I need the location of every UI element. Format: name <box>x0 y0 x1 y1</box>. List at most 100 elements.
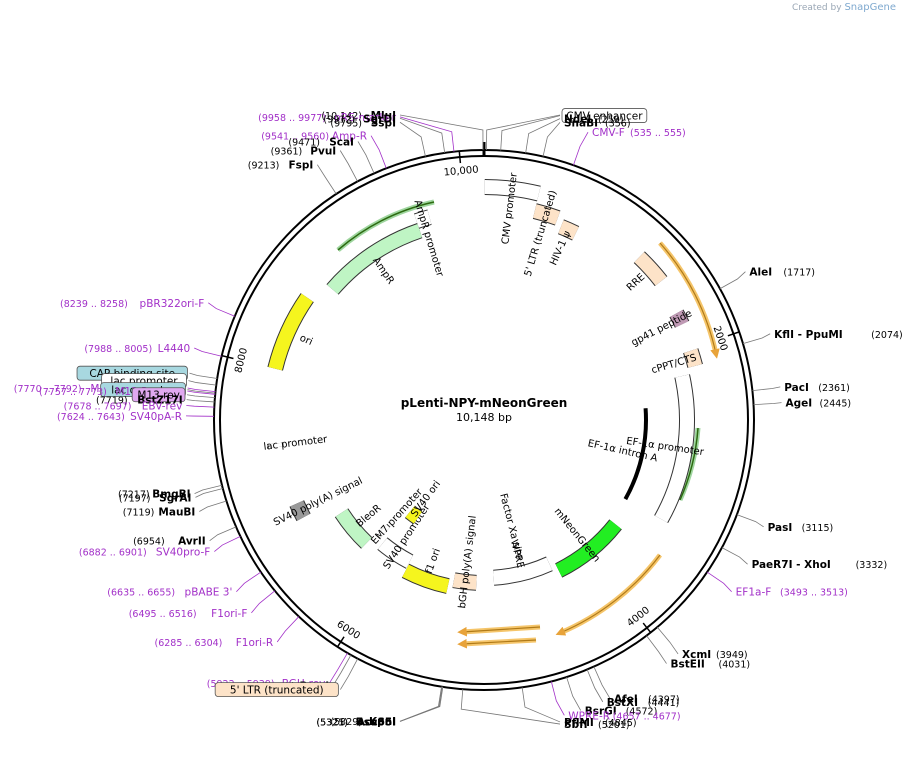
label-wpre-r: WPRE-R(4657 .. 4677) <box>550 681 681 722</box>
leader-line <box>542 122 561 157</box>
feature-cppt-cts: cPPT/CTS <box>650 348 703 376</box>
label-position: (250) <box>598 115 624 126</box>
leader-line <box>399 686 444 722</box>
label-text: F1ori-F <box>211 608 247 620</box>
label-m13-rev: M13 rev <box>131 387 215 403</box>
label-position: (5325) <box>316 717 348 728</box>
label-text: BstXI <box>607 697 638 709</box>
feature-label: ori <box>298 333 314 348</box>
leader-line <box>586 669 604 703</box>
leader-line <box>460 689 561 725</box>
label-box <box>561 108 648 123</box>
leader-line <box>187 387 216 393</box>
leader-line <box>399 117 446 153</box>
leader-line <box>209 526 237 541</box>
label-text: Acc65I <box>357 716 396 728</box>
label-position: (2361) <box>818 383 850 394</box>
feature-label: BleoR <box>354 503 383 530</box>
leader-line <box>186 399 215 403</box>
leader-line <box>194 347 222 357</box>
label-text: AvrII <box>178 536 206 548</box>
label-sbfi: SbfI(5201) <box>460 689 630 731</box>
leader-line <box>208 302 235 317</box>
feature-arc <box>377 538 413 568</box>
tick-4000 <box>642 622 652 633</box>
leader-line <box>593 666 611 699</box>
feature-label: HIV-1 ψ <box>548 229 573 267</box>
label-position: (9361) <box>271 146 303 157</box>
feature-arc <box>634 252 667 286</box>
label-text: FspI <box>288 160 313 172</box>
label-bsrgi: BsrGI(4572) <box>566 676 657 717</box>
feature-arc <box>327 223 423 295</box>
feature-label: bGH poly(A) signal <box>457 515 479 609</box>
feature-label: gp41 peptide <box>630 308 694 348</box>
label-position: (6882 .. 6901) <box>79 548 147 559</box>
feature-arc <box>268 293 314 371</box>
center-title: pLenti-NPY-mNeonGreen 10,148 bp <box>401 396 568 424</box>
feature-hiv-1: HIV-1 ψ <box>548 219 580 267</box>
leader-line <box>187 389 216 394</box>
leader-line <box>199 500 227 512</box>
label-text: BstEII <box>671 659 705 671</box>
label-bmgbi: BmgBI(7217) <box>118 484 223 501</box>
label-position: (4657 .. 4677) <box>613 711 681 722</box>
label-bstz17i: BstZ17I(7719) <box>96 395 215 407</box>
feature-arc <box>493 557 553 585</box>
feature-ef-1-intron-a: EF-1α intron A <box>587 408 659 501</box>
feature-arc <box>290 500 310 521</box>
label-position: (7197) <box>119 493 151 504</box>
label-text: pBABE 3' <box>185 587 233 599</box>
label-text: Bsu36I <box>356 716 396 728</box>
leader-line <box>186 405 215 408</box>
leader-line <box>194 484 223 495</box>
label-text: XcmI <box>682 649 711 661</box>
label-position: (9958 .. 9977) <box>258 113 326 124</box>
feature-mneongreen: mNeonGreen <box>552 506 622 578</box>
label-text: PacI <box>784 382 809 394</box>
brand-prefix: Created by <box>792 3 842 13</box>
leader-line <box>187 390 216 395</box>
plasmid-size: 10,148 bp <box>456 411 512 424</box>
label-text: BstZ17I <box>137 395 182 407</box>
label-text: PflMI <box>564 717 594 729</box>
label-position: (7678 .. 7697) <box>64 401 132 412</box>
feature-arc <box>684 348 702 368</box>
leader-line <box>399 686 443 722</box>
label-ef1a-f: EF1a-F(3493 .. 3513) <box>706 571 848 599</box>
feature-ef-1-promoter: EF-1α promoter <box>625 374 705 524</box>
feature-arc <box>558 220 579 240</box>
leader-line <box>500 115 561 151</box>
label-kfli-ppumi: KflI - PpuMI(2074) <box>742 329 902 345</box>
brand-name: SnapGene <box>844 2 896 13</box>
snapgene-watermark: Created by SnapGene <box>792 2 896 13</box>
feature-label: lac promoter <box>263 434 329 453</box>
label-ebv-rev: EBV-rev(7678 .. 7697) <box>64 400 215 412</box>
leader-line <box>317 164 337 195</box>
label-box <box>131 387 186 403</box>
feature-rre: RRE <box>625 251 668 293</box>
label-position: (7217) <box>118 490 150 501</box>
label-text: MauBI <box>158 506 195 518</box>
label-sv40pa-r: SV40pA-R(7624 .. 7643) <box>57 411 215 423</box>
feature-arc <box>405 506 422 524</box>
label-text: L4440 <box>158 343 191 355</box>
leader-line <box>566 676 582 711</box>
label-position: (535 .. 555) <box>630 128 686 139</box>
label-position: (10,142) <box>321 111 362 122</box>
label-position: (4845) <box>605 718 637 729</box>
label-l4440: L4440 (7988 .. 8005) <box>84 343 222 357</box>
label-text: KflI - PpuMI <box>774 329 843 341</box>
label-text: ScaI <box>329 136 354 148</box>
label-text: EF1a-F <box>736 587 772 599</box>
leader-line <box>706 571 732 593</box>
label-text: AgeI <box>786 398 813 410</box>
leader-line <box>753 402 782 406</box>
leader-line <box>719 271 746 290</box>
label-position: (4397) <box>648 695 680 706</box>
feature-cmv-promoter: CMV promoter <box>484 171 541 245</box>
label-position: (7988 .. 8005) <box>84 344 152 355</box>
leader-line <box>521 687 561 723</box>
feature-f1-ori: f1 ori <box>401 547 450 594</box>
label-position: (7770 .. 7792) <box>14 384 82 395</box>
